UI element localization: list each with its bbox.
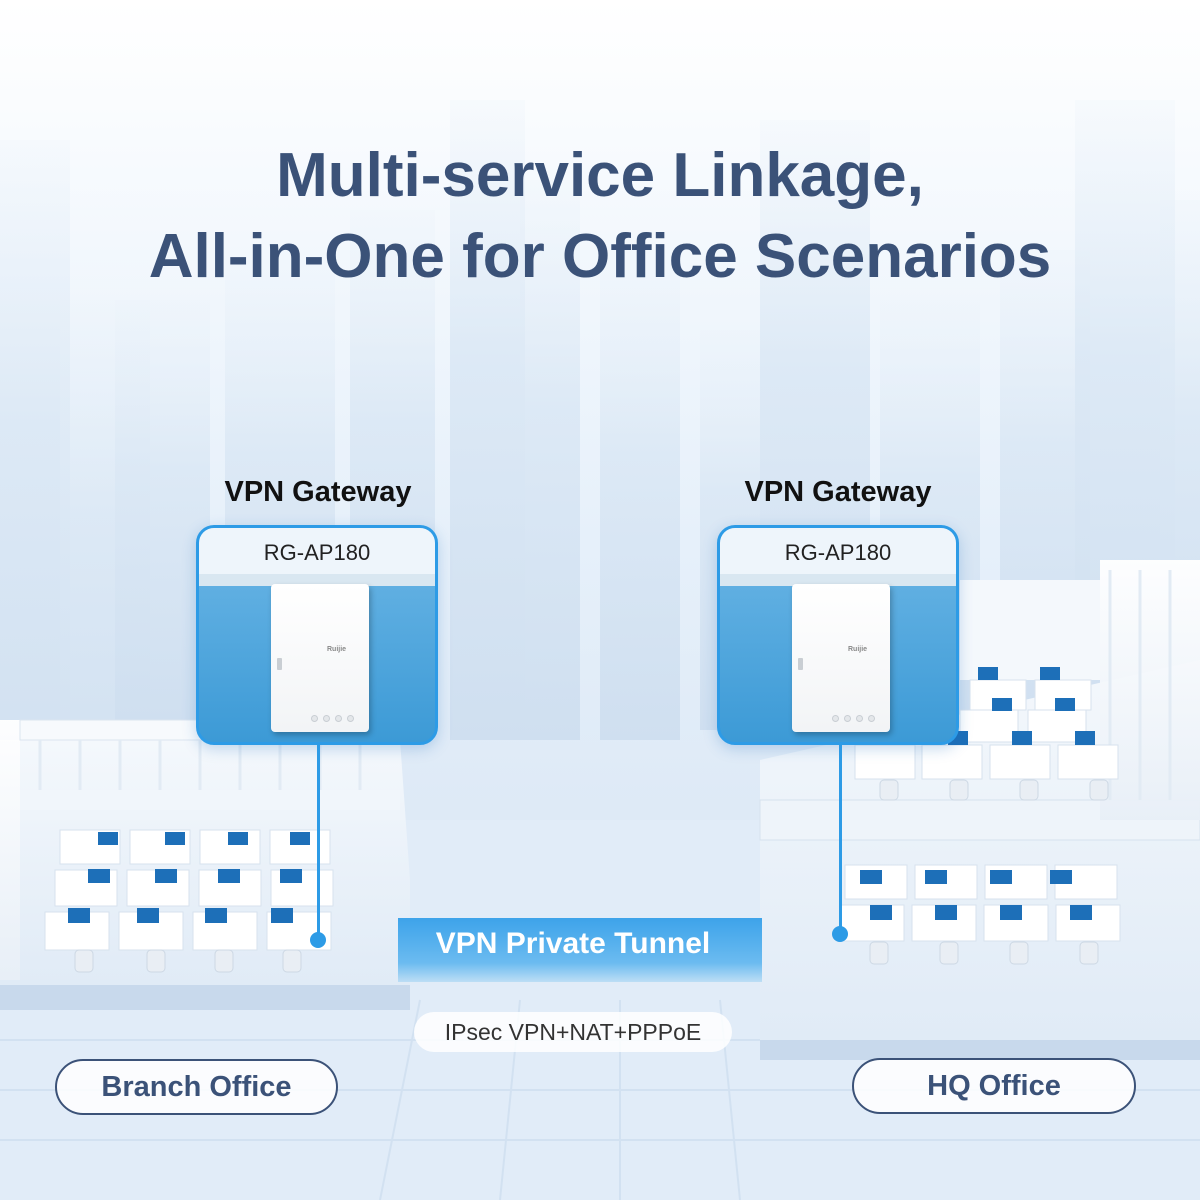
hq-device-model: RG-AP180 xyxy=(720,528,956,574)
device-logo: Ruijie xyxy=(327,646,347,653)
branch-link-dot xyxy=(310,932,326,948)
branch-gateway-label: VPN Gateway xyxy=(224,476,412,508)
device-port xyxy=(798,658,803,670)
access-point-device: Ruijie xyxy=(792,584,890,732)
hq-gateway-label: VPN Gateway xyxy=(744,476,932,508)
branch-link-line xyxy=(317,745,320,940)
device-port xyxy=(277,658,282,670)
hq-device-card: RG-AP180 Ruijie xyxy=(717,525,959,745)
device-leds xyxy=(311,715,354,722)
branch-device-card: RG-AP180 Ruijie xyxy=(196,525,438,745)
branch-office-building xyxy=(0,719,410,1010)
hq-office-building xyxy=(759,560,1200,1060)
device-logo: Ruijie xyxy=(848,646,868,653)
access-point-device: Ruijie xyxy=(271,584,369,732)
vpn-tunnel-band xyxy=(398,918,762,982)
hq-office-label: HQ Office xyxy=(852,1058,1136,1114)
hq-link-line xyxy=(839,745,842,935)
hq-link-dot xyxy=(832,926,848,942)
wall-strip xyxy=(199,574,435,586)
page-title-line2: All-in-One for Office Scenarios xyxy=(148,222,1052,291)
page-title-line1: Multi-service Linkage, xyxy=(276,141,924,210)
protocol-badge: IPsec VPN+NAT+PPPoE xyxy=(414,1012,732,1052)
branch-office-label: Branch Office xyxy=(55,1059,338,1115)
wall-strip xyxy=(720,574,956,586)
branch-device-model: RG-AP180 xyxy=(199,528,435,574)
device-leds xyxy=(832,715,875,722)
vpn-tunnel-label: VPN Private Tunnel xyxy=(435,927,711,960)
